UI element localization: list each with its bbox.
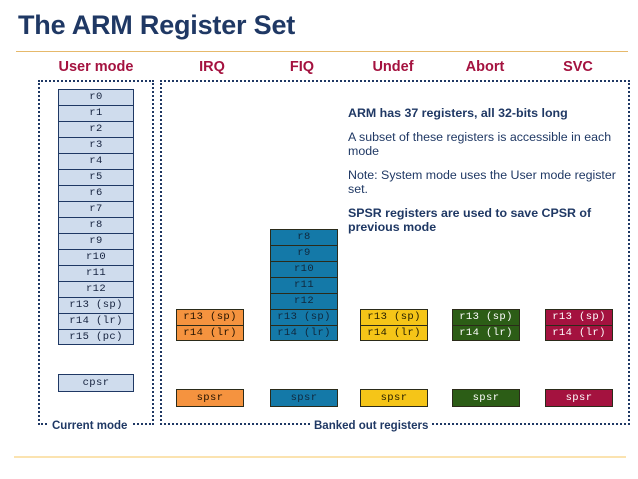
banked-register-irq-r13: r13 (sp) bbox=[176, 309, 244, 325]
spsr-register-svc: spsr bbox=[545, 389, 613, 407]
column-header-fiq: FIQ bbox=[289, 59, 315, 75]
banked-register-svc-r13: r13 (sp) bbox=[545, 309, 613, 325]
user-register-r9: r9 bbox=[58, 233, 134, 249]
banked-register-svc-r14: r14 (lr) bbox=[545, 325, 613, 341]
banked-register-abort-r14: r14 (lr) bbox=[452, 325, 520, 341]
column-header-abort: Abort bbox=[465, 59, 505, 75]
info-paragraph-1: ARM has 37 registers, all 32-bits long bbox=[348, 106, 568, 120]
banked-stack-svc: r13 (sp)r14 (lr) bbox=[545, 309, 613, 341]
banked-register-undef-r14: r14 (lr) bbox=[360, 325, 428, 341]
banked-registers-caption: Banked out registers bbox=[310, 420, 433, 432]
page-title: The ARM Register Set bbox=[18, 10, 296, 40]
spsr-register-fiq: spsr bbox=[270, 389, 338, 407]
footer-divider bbox=[14, 456, 626, 458]
user-register-r6: r6 bbox=[58, 185, 134, 201]
info-paragraph-3: Note: System mode uses the User mode reg… bbox=[348, 168, 616, 196]
user-register-r4: r4 bbox=[58, 153, 134, 169]
banked-register-abort-r13: r13 (sp) bbox=[452, 309, 520, 325]
banked-register-fiq-r11: r11 bbox=[270, 277, 338, 293]
user-register-r13: r13 (sp) bbox=[58, 297, 134, 313]
banked-register-fiq-r12: r12 bbox=[270, 293, 338, 309]
user-register-r10: r10 bbox=[58, 249, 134, 265]
info-paragraph-2: A subset of these registers is accessibl… bbox=[348, 130, 612, 158]
banked-register-fiq-r14: r14 (lr) bbox=[270, 325, 338, 341]
user-register-r7: r7 bbox=[58, 201, 134, 217]
banked-register-fiq-r10: r10 bbox=[270, 261, 338, 277]
spsr-register-undef: spsr bbox=[360, 389, 428, 407]
banked-register-fiq-r9: r9 bbox=[270, 245, 338, 261]
user-register-r3: r3 bbox=[58, 137, 134, 153]
user-register-r15: r15 (pc) bbox=[58, 329, 134, 345]
banked-register-irq-r14: r14 (lr) bbox=[176, 325, 244, 341]
banked-stack-abort: r13 (sp)r14 (lr) bbox=[452, 309, 520, 341]
column-header-svc: SVC bbox=[563, 59, 593, 75]
banked-register-fiq-r8: r8 bbox=[270, 229, 338, 245]
column-header-irq: IRQ bbox=[199, 59, 225, 75]
spsr-register-abort: spsr bbox=[452, 389, 520, 407]
column-header-user-mode: User mode bbox=[58, 59, 134, 75]
user-register-r2: r2 bbox=[58, 121, 134, 137]
user-register-r11: r11 bbox=[58, 265, 134, 281]
info-text-block: ARM has 37 registers, all 32-bits long A … bbox=[348, 106, 622, 244]
user-register-r8: r8 bbox=[58, 217, 134, 233]
spsr-register-irq: spsr bbox=[176, 389, 244, 407]
title-divider bbox=[16, 51, 628, 52]
banked-register-fiq-r13: r13 (sp) bbox=[270, 309, 338, 325]
banked-register-undef-r13: r13 (sp) bbox=[360, 309, 428, 325]
info-paragraph-4: SPSR registers are used to save CPSR of … bbox=[348, 206, 592, 234]
banked-stack-irq: r13 (sp)r14 (lr) bbox=[176, 309, 244, 341]
user-register-r12: r12 bbox=[58, 281, 134, 297]
user-register-r1: r1 bbox=[58, 105, 134, 121]
column-header-undef: Undef bbox=[372, 59, 414, 75]
user-register-r14: r14 (lr) bbox=[58, 313, 134, 329]
cpsr-register: cpsr bbox=[58, 374, 134, 392]
current-mode-caption: Current mode bbox=[48, 420, 132, 432]
user-register-r0: r0 bbox=[58, 89, 134, 105]
user-register-r5: r5 bbox=[58, 169, 134, 185]
banked-stack-undef: r13 (sp)r14 (lr) bbox=[360, 309, 428, 341]
